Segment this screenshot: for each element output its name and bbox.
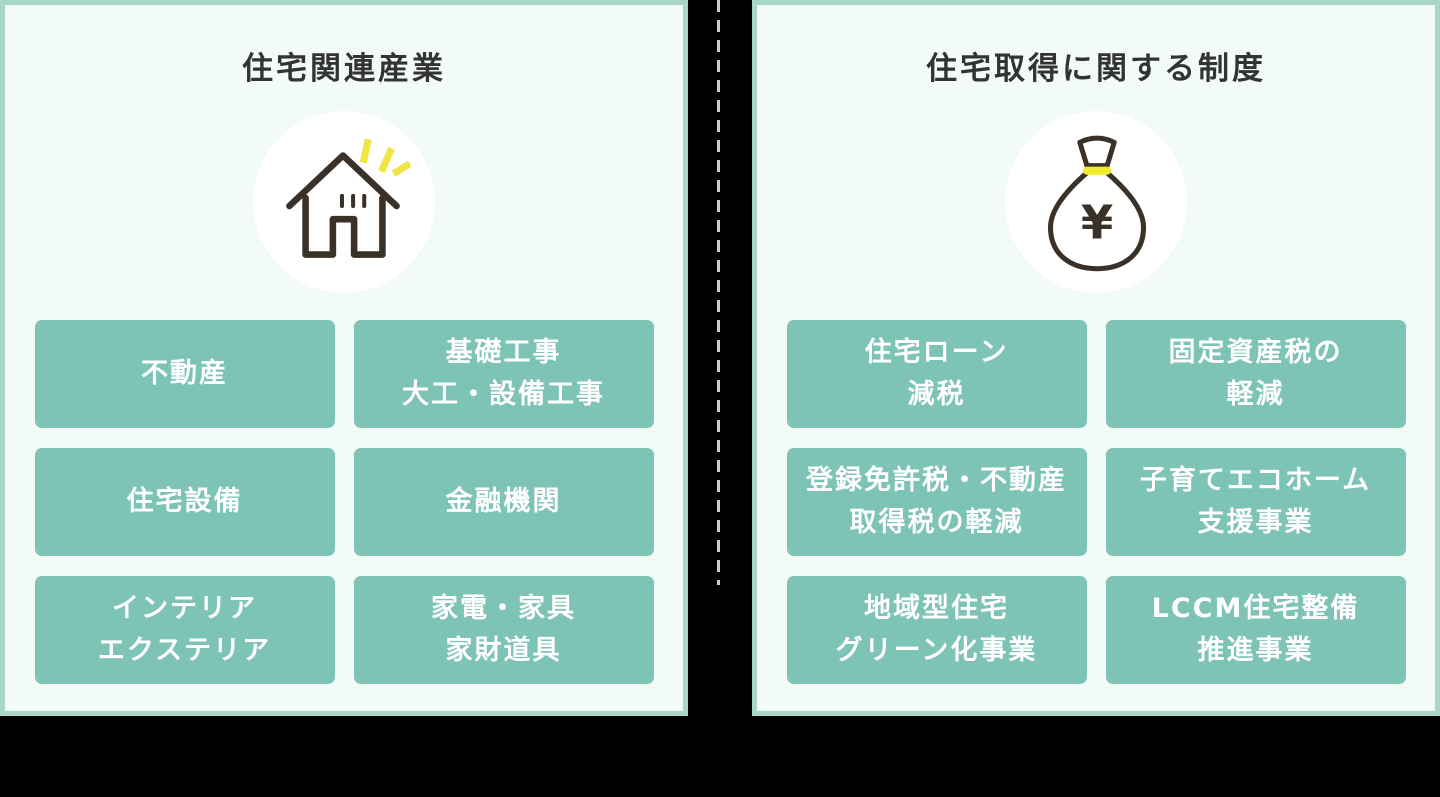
money-bag-body [1047, 171, 1147, 272]
house-roof [286, 152, 400, 210]
category-box-line: 子育てエコホーム [1139, 465, 1372, 497]
panel-title: 住宅取得に関する制度 [926, 51, 1266, 87]
category-box: 子育てエコホーム支援事業 [1105, 448, 1406, 557]
category-box-line: インテリア [112, 593, 257, 625]
sparkle-ray [378, 147, 395, 174]
category-box-line: 大工・設備工事 [402, 379, 605, 411]
sparkle-ray [359, 138, 372, 164]
category-box-line: 支援事業 [1197, 507, 1314, 539]
category-box-line: 減税 [907, 379, 966, 411]
house-icon [286, 138, 412, 259]
sparkle-ray [391, 160, 412, 177]
category-box-line: 家財道具 [445, 635, 562, 667]
money-bag-icon: ¥ [1047, 135, 1147, 272]
category-box-line: 基礎工事 [445, 337, 562, 369]
panel-acquisition-programs: 住宅取得に関する制度 ¥ 住宅ローン減税固定資産税の軽減登録免許税・不動産取得税… [752, 0, 1440, 716]
category-box: 住宅設備 [34, 448, 335, 557]
category-box: 家電・家具家財道具 [353, 576, 654, 685]
category-box-line: 取得税の軽減 [849, 507, 1024, 539]
category-grid: 不動産基礎工事大工・設備工事住宅設備金融機関インテリアエクステリア家電・家具家財… [34, 320, 654, 685]
money-bag-flap [1077, 135, 1117, 169]
category-box-line: エクステリア [97, 635, 272, 667]
category-box-line: 住宅設備 [126, 486, 243, 518]
yen-symbol: ¥ [1081, 196, 1113, 250]
category-box: 金融機関 [353, 448, 654, 557]
category-box-line: 地域型住宅 [864, 593, 1009, 625]
house-walls-door [302, 194, 386, 259]
panel-title: 住宅関連産業 [242, 51, 446, 87]
category-box: 地域型住宅グリーン化事業 [786, 576, 1087, 685]
category-box-line: 不動産 [141, 358, 228, 390]
category-box: インテリアエクステリア [34, 576, 335, 685]
dashed-divider [717, 0, 720, 585]
category-box-line: 住宅ローン [864, 337, 1009, 369]
icon-circle [253, 111, 435, 294]
category-box: LCCM住宅整備推進事業 [1105, 576, 1406, 685]
icon-circle: ¥ [1005, 111, 1187, 294]
category-box-line: グリーン化事業 [835, 635, 1038, 667]
panel-housing-industries: 住宅関連産業 不動産基礎工事大工・設備工事住宅設備金融機関イ [0, 0, 688, 716]
money-bag-band [1082, 166, 1112, 175]
category-box-line: 金融機関 [445, 486, 562, 518]
category-box: 住宅ローン減税 [786, 320, 1087, 429]
category-grid: 住宅ローン減税固定資産税の軽減登録免許税・不動産取得税の軽減子育てエコホーム支援… [786, 320, 1406, 685]
category-box: 固定資産税の軽減 [1105, 320, 1406, 429]
category-box-line: 登録免許税・不動産 [806, 465, 1067, 497]
category-box-line: 固定資産税の [1168, 337, 1343, 369]
category-box: 基礎工事大工・設備工事 [353, 320, 654, 429]
category-box: 登録免許税・不動産取得税の軽減 [786, 448, 1087, 557]
category-box-line: LCCM住宅整備 [1151, 593, 1360, 625]
category-box: 不動産 [34, 320, 335, 429]
category-box-line: 軽減 [1226, 379, 1285, 411]
category-box-line: 家電・家具 [431, 593, 576, 625]
category-box-line: 推進事業 [1197, 635, 1314, 667]
